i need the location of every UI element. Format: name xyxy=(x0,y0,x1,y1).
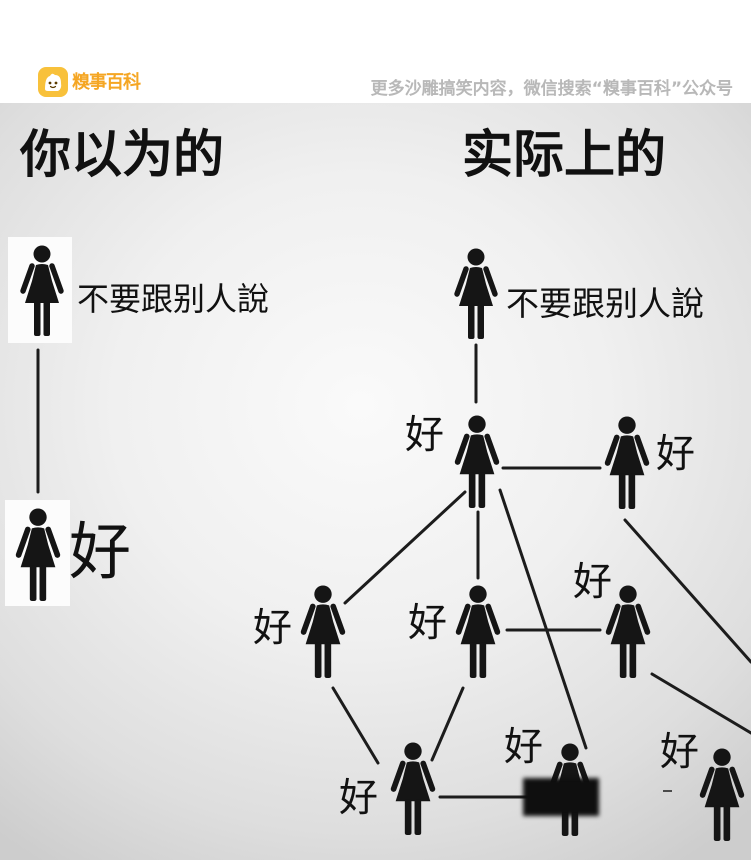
header-tagline: 更多沙雕搞笑内容，微信搜索“糗事百科”公众号 xyxy=(370,79,733,99)
node-label: 好 xyxy=(253,606,293,651)
left-panel-title: 你以为的 xyxy=(20,126,225,185)
logo-face xyxy=(45,73,62,91)
meme-panel xyxy=(0,103,751,860)
node-label: 不要跟别人說 xyxy=(77,280,270,318)
right-panel-title: 实际上的 xyxy=(462,126,667,185)
connection-line xyxy=(430,686,465,762)
connection-line xyxy=(623,518,751,664)
woman-icon xyxy=(19,509,58,601)
stray-mark xyxy=(663,790,672,792)
connection-line xyxy=(331,686,380,765)
node-label: 好 xyxy=(660,730,700,775)
connection-line xyxy=(650,672,751,735)
woman-icon xyxy=(23,246,61,337)
connection-line xyxy=(343,490,467,605)
logo-eye xyxy=(48,81,52,85)
woman-icon xyxy=(459,586,498,678)
logo-text: 糗事百科 xyxy=(72,72,141,93)
smiley-logo-icon xyxy=(38,67,68,97)
woman-icon xyxy=(304,586,343,678)
node-label: 好 xyxy=(573,560,613,605)
woman-icon xyxy=(608,417,647,509)
node-label: 不要跟别人說 xyxy=(506,284,704,323)
logo-smile xyxy=(49,85,57,89)
woman-icon xyxy=(703,749,742,841)
node-label: 好 xyxy=(405,413,445,458)
connection-line xyxy=(498,488,588,750)
redaction-patch xyxy=(523,778,599,816)
node-label: 好 xyxy=(69,515,132,588)
woman-icon xyxy=(394,743,433,835)
woman-icon xyxy=(457,249,495,340)
node-label: 好 xyxy=(504,725,544,770)
node-label: 好 xyxy=(339,776,379,821)
woman-icon xyxy=(609,586,648,678)
header-bar: 糗事百科 更多沙雕搞笑内容，微信搜索“糗事百科”公众号 xyxy=(0,0,751,103)
node-label: 好 xyxy=(408,601,448,646)
node-label: 好 xyxy=(656,432,696,477)
logo-eye xyxy=(54,81,58,85)
